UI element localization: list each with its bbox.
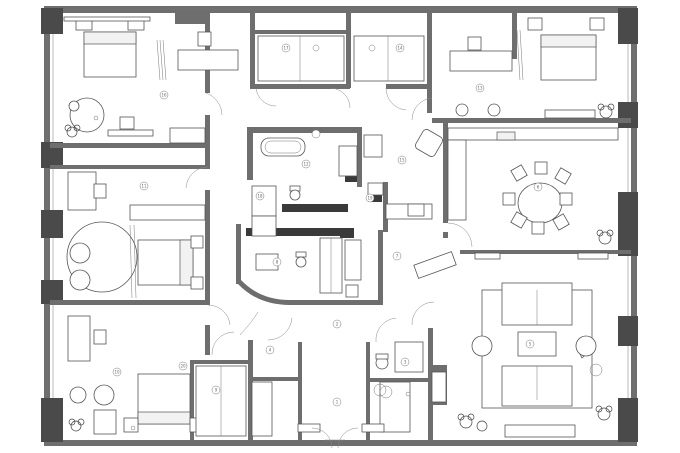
fixture-markers xyxy=(93,44,411,431)
room-tag-11: 11 xyxy=(139,181,149,191)
sink-icon xyxy=(407,203,425,217)
room-tag-3: 3 xyxy=(400,357,410,367)
bedroom-10 xyxy=(67,315,247,437)
svg-text:8: 8 xyxy=(276,260,279,265)
svg-text:5: 5 xyxy=(529,342,532,347)
toilet-icon xyxy=(295,251,307,268)
room-tags: 1 2 3 4 5 6 7 8 9 10 11 12 13 14 15 16 1… xyxy=(112,43,543,407)
room-tag-2: 2 xyxy=(332,319,342,329)
svg-text:18: 18 xyxy=(257,194,263,199)
room-tag-20: 20 xyxy=(178,361,188,371)
svg-text:9: 9 xyxy=(215,388,218,393)
room-tag-5: 5 xyxy=(525,339,535,349)
room-tag-4: 4 xyxy=(265,345,275,355)
room-tag-16: 16 xyxy=(159,90,169,100)
room-tag-6: 6 xyxy=(533,182,543,192)
room-tag-1: 1 xyxy=(332,397,342,407)
room-tag-19: 19 xyxy=(365,193,375,203)
top-center-rooms xyxy=(257,35,425,82)
svg-text:3: 3 xyxy=(404,360,407,365)
svg-text:17: 17 xyxy=(283,46,289,51)
doors xyxy=(185,87,473,449)
svg-text:6: 6 xyxy=(537,185,540,190)
living-5 xyxy=(457,282,613,438)
svg-text:7: 7 xyxy=(396,254,399,259)
plant-icon xyxy=(68,418,85,432)
bathtub-icon xyxy=(260,137,306,157)
bedroom-16 xyxy=(63,16,239,144)
room-tag-14: 14 xyxy=(395,43,405,53)
svg-text:15: 15 xyxy=(399,158,405,163)
bedroom-11 xyxy=(66,171,206,299)
toilet-icon xyxy=(375,353,389,370)
room-tag-15: 15 xyxy=(397,155,407,165)
bedroom-13 xyxy=(449,17,615,119)
plant-icon xyxy=(457,405,613,432)
room-tag-10: 10 xyxy=(112,367,122,377)
bench xyxy=(413,251,457,279)
room-tag-8: 8 xyxy=(272,257,282,267)
room-tag-17: 17 xyxy=(281,43,291,53)
toilet-icon xyxy=(289,185,301,201)
svg-text:16: 16 xyxy=(161,93,167,98)
room-tag-18: 18 xyxy=(255,191,265,201)
svg-text:2: 2 xyxy=(336,322,339,327)
svg-text:14: 14 xyxy=(397,46,403,51)
room-tag-13: 13 xyxy=(475,83,485,93)
plant-icon xyxy=(596,229,614,245)
svg-text:11: 11 xyxy=(141,184,147,189)
svg-text:12: 12 xyxy=(303,162,309,167)
plant-icon xyxy=(64,124,81,138)
bath-block xyxy=(251,129,433,298)
svg-text:1: 1 xyxy=(336,400,339,405)
svg-text:19: 19 xyxy=(367,196,373,201)
room-tag-12: 12 xyxy=(301,159,311,169)
svg-text:10: 10 xyxy=(114,370,120,375)
room-tag-7: 7 xyxy=(392,251,402,261)
bottom-rooms xyxy=(251,341,447,437)
plant-icon xyxy=(597,103,615,119)
svg-text:4: 4 xyxy=(269,348,272,353)
chair-icon xyxy=(415,129,443,157)
svg-text:20: 20 xyxy=(180,364,186,369)
svg-text:13: 13 xyxy=(477,86,483,91)
dining-6 xyxy=(447,127,619,260)
room-tag-9: 9 xyxy=(211,385,221,395)
